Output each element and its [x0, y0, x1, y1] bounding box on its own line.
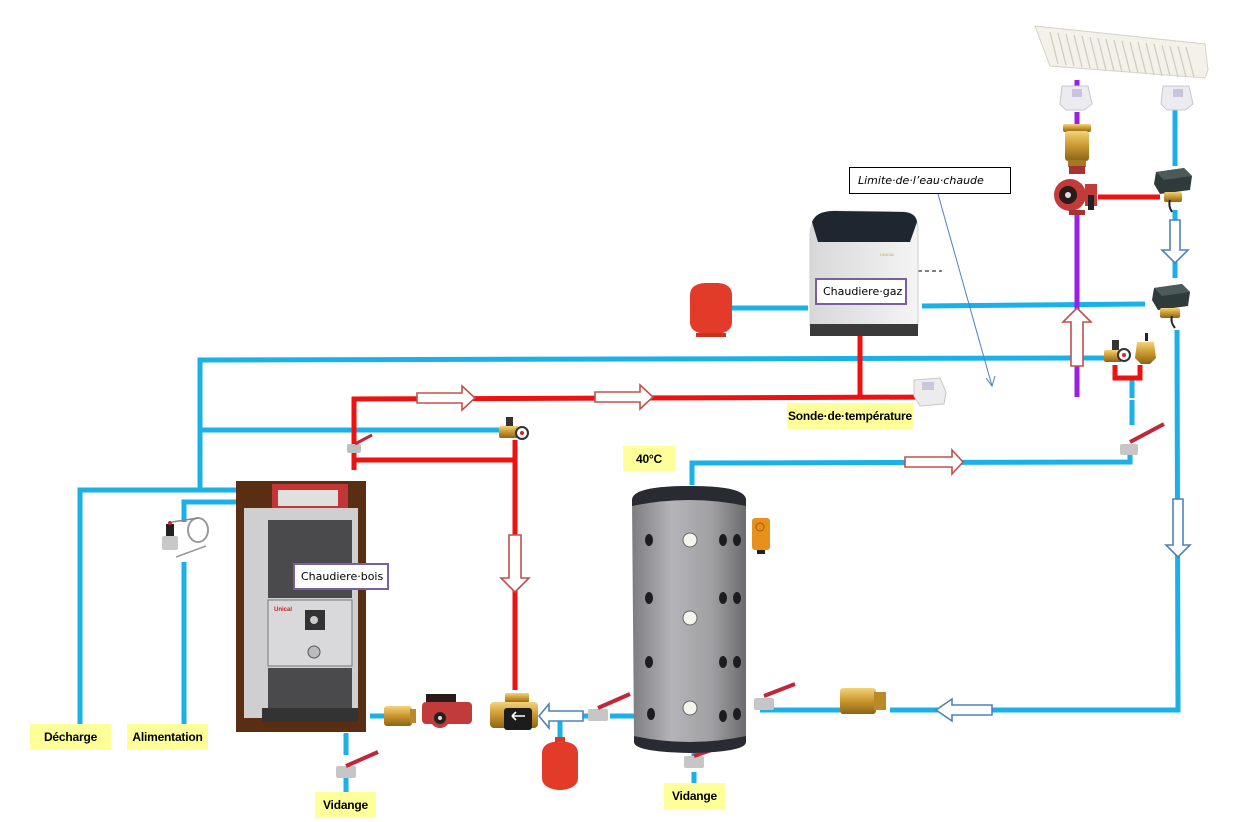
circulator-pump-bottom-icon[interactable]	[422, 694, 472, 728]
pipe-cold-main-right	[992, 329, 1181, 713]
label-vidange-tank: Vidange	[664, 783, 725, 809]
ball-valve-tank-left-icon[interactable]	[588, 692, 631, 721]
arrow-cold-down-2	[1164, 498, 1192, 559]
arrow-annotation-head	[985, 375, 996, 388]
check-valve-bottom-left-icon[interactable]	[384, 706, 416, 726]
svg-text:Unical: Unical	[274, 607, 292, 613]
label-alimentation: Alimentation	[127, 724, 208, 750]
label-gas-boiler: Chaudiere·gaz	[815, 278, 907, 305]
arrow-annotation-line	[937, 193, 993, 387]
check-valve-bottom-right-icon[interactable]	[840, 688, 886, 714]
check-valve-top-icon[interactable]	[1063, 124, 1091, 167]
label-decharge: Décharge	[30, 724, 111, 750]
gas-boiler-icon[interactable]: UNICAL	[809, 210, 919, 336]
air-vent-icon[interactable]	[1135, 333, 1156, 364]
tank-thermostat-icon[interactable]	[752, 518, 770, 554]
ball-valve-tank-right-icon[interactable]	[754, 682, 796, 710]
pipe-cold-top-return	[197, 355, 1073, 490]
thermal-discharge-valve-icon[interactable]	[162, 517, 209, 558]
ball-valve-top-right-icon[interactable]	[1120, 422, 1165, 455]
pipe-hot-safety-loop	[1112, 365, 1143, 381]
label-wood-boiler: Chaudiere·bois	[293, 563, 389, 590]
hot-pipes	[351, 194, 1160, 690]
pipe-cold-decharge	[77, 487, 236, 730]
ball-valve-boiler-supply-icon[interactable]	[347, 433, 373, 453]
pipe-cold-gas-right	[921, 301, 1146, 309]
arrow-hot-right-2	[594, 383, 655, 411]
motorized-valve-1-icon[interactable]	[1154, 168, 1192, 213]
arrow-cold-left-2	[537, 701, 584, 731]
ball-valve-boiler-drain-icon[interactable]	[336, 750, 379, 778]
radiator-icon[interactable]	[1034, 25, 1209, 79]
pipe-cold-alimentation-top	[181, 499, 236, 522]
expansion-vessel-bottom-icon[interactable]	[542, 737, 578, 790]
radiator-valve-left-icon[interactable]	[1059, 85, 1093, 111]
pressure-relief-valve-icon[interactable]	[499, 417, 529, 440]
arrow-hot-right-3	[904, 447, 965, 477]
flow-arrows	[416, 193, 1192, 731]
wood-boiler-icon[interactable]: Unical	[236, 481, 366, 732]
safety-valve-right-icon[interactable]	[1104, 340, 1131, 362]
label-temperature-value: 40°C	[623, 446, 675, 471]
tank-thermometer-icons	[682, 532, 698, 716]
three-way-mixing-valve-icon[interactable]	[490, 693, 538, 730]
pipe-hot-bypass	[354, 440, 518, 463]
label-temperature-sensor: Sonde·de·température	[787, 403, 913, 429]
arrow-cold-down-1	[1160, 219, 1190, 265]
motorized-valve-2-icon[interactable]	[1152, 284, 1190, 329]
arrow-hot-right-1	[416, 384, 477, 412]
arrow-hot-up	[1061, 306, 1093, 367]
temperature-sensor-icon[interactable]	[913, 377, 947, 407]
arrow-cold-left-1	[934, 697, 993, 723]
circulator-pump-top-icon[interactable]	[1054, 166, 1097, 215]
label-vidange-boiler: Vidange	[315, 792, 376, 818]
arrow-hot-down	[499, 534, 531, 594]
expansion-vessel-top-icon[interactable]	[690, 283, 732, 337]
radiator-valve-right-icon[interactable]	[1160, 85, 1194, 111]
callout-hot-water-limit: Limite·de·l’eau·chaude	[849, 167, 1011, 194]
buffer-tank-icon[interactable]	[632, 486, 746, 753]
svg-text:UNICAL: UNICAL	[880, 252, 895, 257]
